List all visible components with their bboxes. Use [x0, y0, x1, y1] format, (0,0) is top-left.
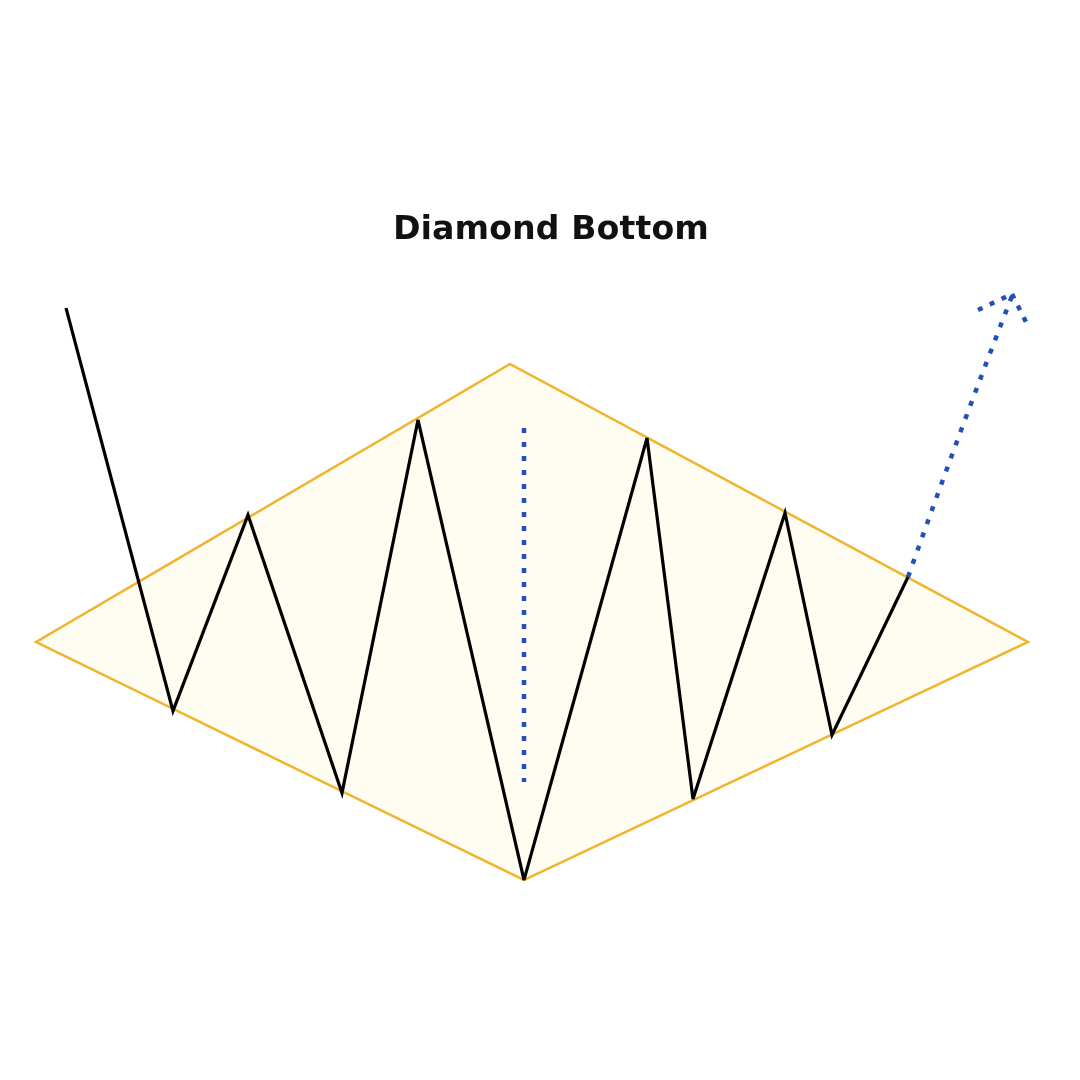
breakout-projection-dotted-line — [905, 295, 1015, 578]
diamond-shape — [33, 362, 1031, 882]
diagram-title: Diamond Bottom — [393, 208, 709, 247]
price-line — [64, 307, 910, 881]
arrowhead-icon — [977, 291, 1031, 328]
